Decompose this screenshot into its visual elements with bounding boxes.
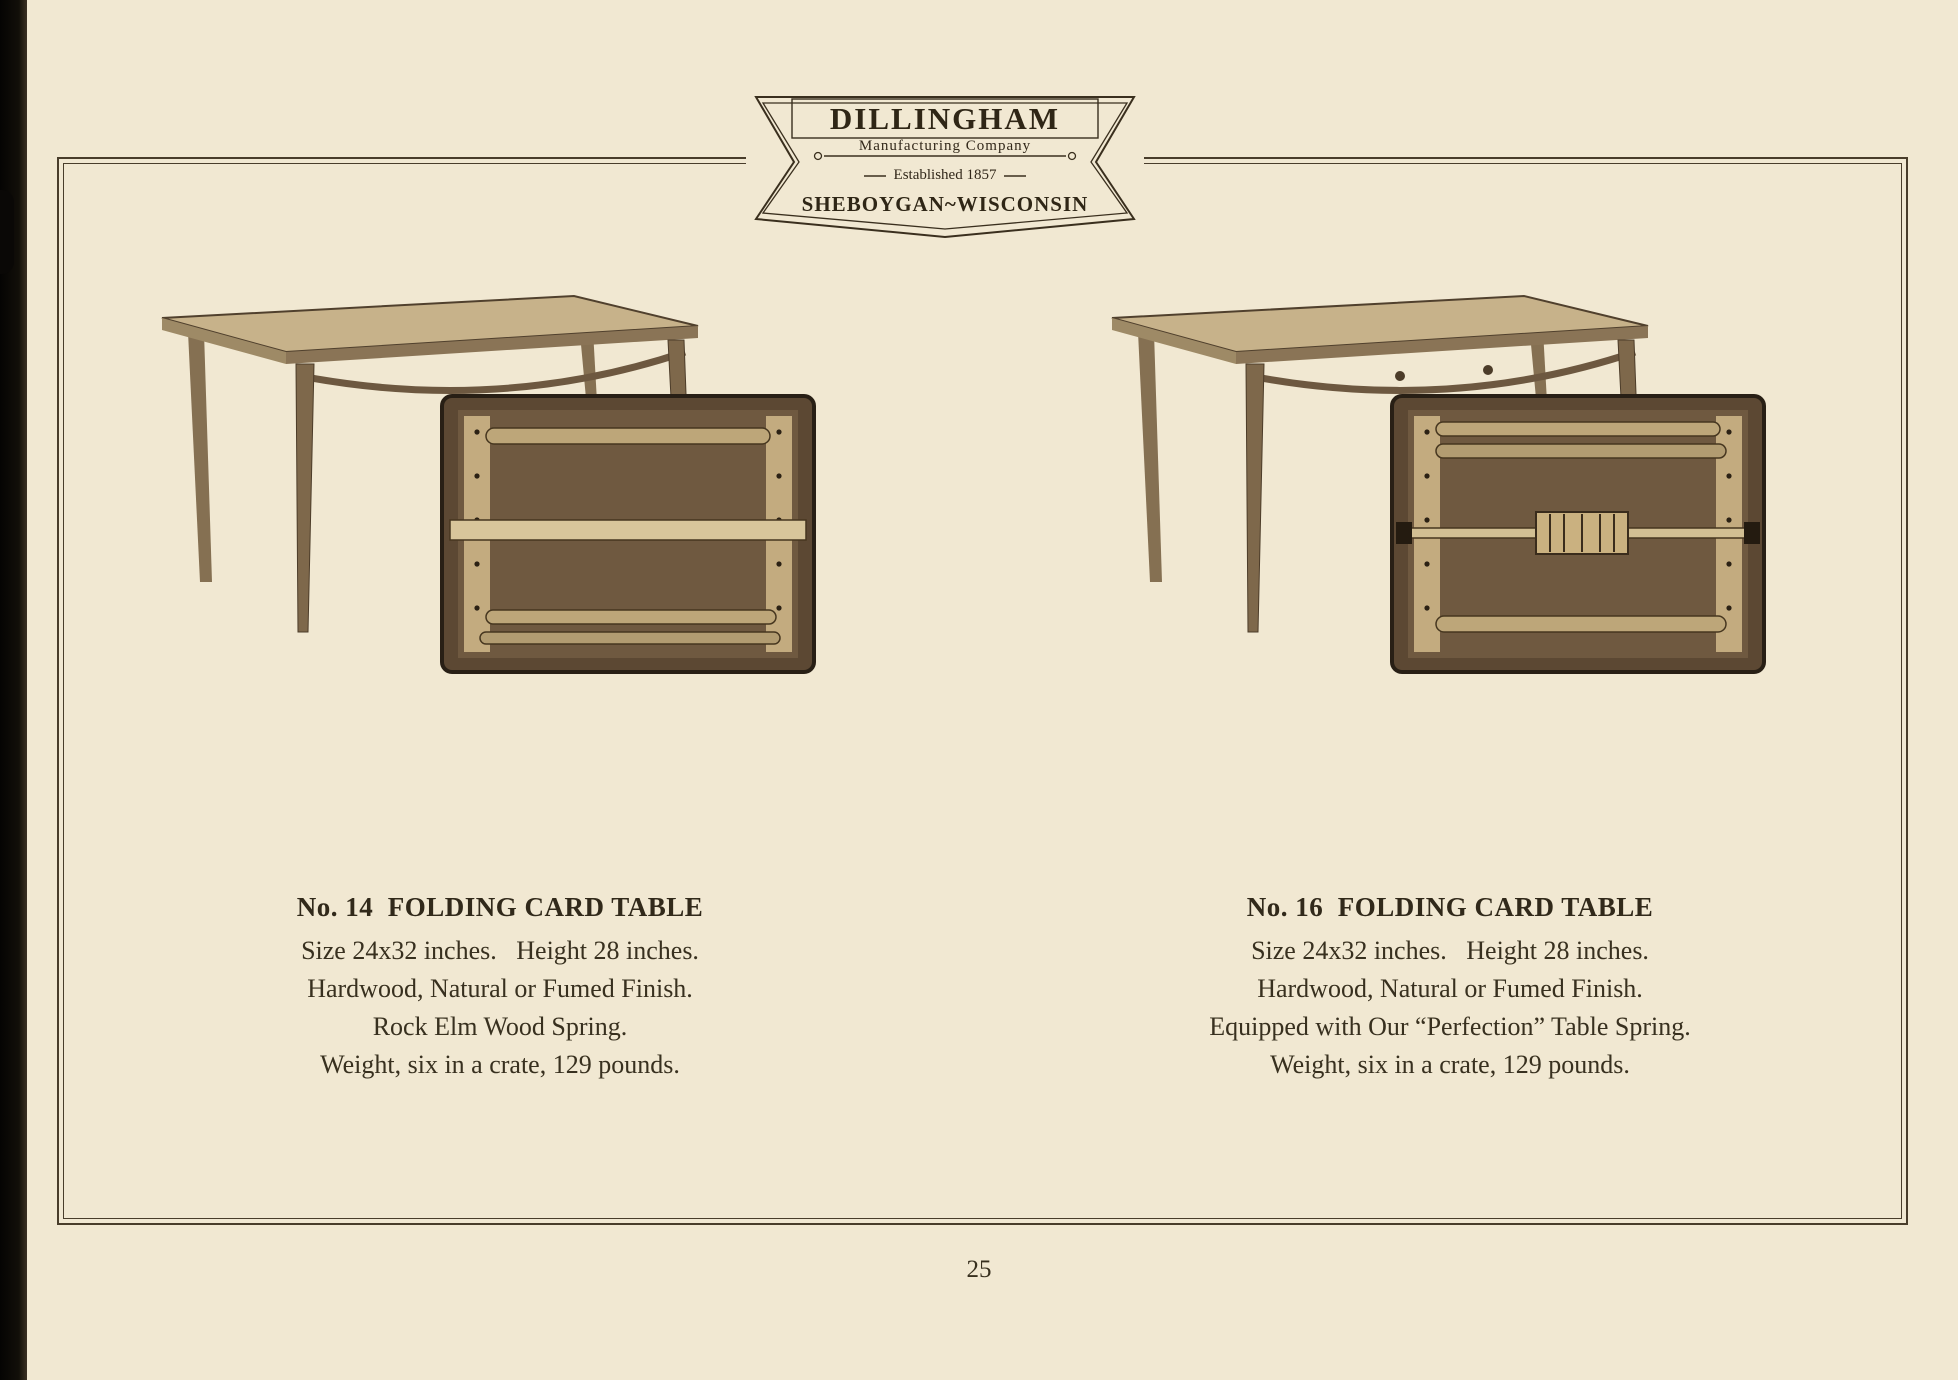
product-spec-weight: Weight, six in a crate, 129 pounds.: [320, 1050, 680, 1079]
logo-location: SHEBOYGAN~WISCONSIN: [801, 192, 1089, 216]
logo-subtitle: Manufacturing Company: [858, 138, 1032, 154]
logo-established: Established 1857: [893, 167, 997, 183]
folding-table-drawing-no16: [1111, 294, 1766, 674]
product-spec-size: Size 24x32 inches. Height 28 inches.: [1251, 936, 1649, 965]
product-illustration-no14: [150, 280, 850, 680]
logo-company-name: DILLINGHAM: [829, 101, 1061, 136]
logo-emblem-shape: [754, 96, 1136, 239]
folded-table-underside: [1390, 394, 1766, 674]
product-spec-size: Size 24x32 inches. Height 28 inches.: [301, 936, 699, 965]
product-title-no14: No. 14 FOLDING CARD TABLE: [296, 892, 704, 922]
page-number: 25: [966, 1256, 992, 1283]
product-spec-spring: Rock Elm Wood Spring.: [372, 1012, 628, 1041]
product-title-no16: No. 16 FOLDING CARD TABLE: [1246, 892, 1654, 922]
product-illustration-no16: [1100, 280, 1800, 680]
product-spec-finish: Hardwood, Natural or Fumed Finish.: [1257, 974, 1643, 1003]
scan-edge-mark: [0, 190, 14, 274]
company-logo: DILLINGHAM Manufacturing Company Establi…: [746, 90, 1144, 242]
standing-table: [161, 294, 699, 633]
folded-table-underside: [440, 394, 816, 674]
product-spec-spring: Equipped with Our “Perfection” Table Spr…: [1209, 1012, 1691, 1041]
product-spec-finish: Hardwood, Natural or Fumed Finish.: [307, 974, 693, 1003]
folding-table-drawing-no14: [161, 294, 816, 674]
product-no16: No. 16 FOLDING CARD TABLE Size 24x32 inc…: [1100, 280, 1800, 1084]
product-no14: No. 14 FOLDING CARD TABLE Size 24x32 inc…: [150, 280, 850, 1084]
product-spec-weight: Weight, six in a crate, 129 pounds.: [1270, 1050, 1630, 1079]
